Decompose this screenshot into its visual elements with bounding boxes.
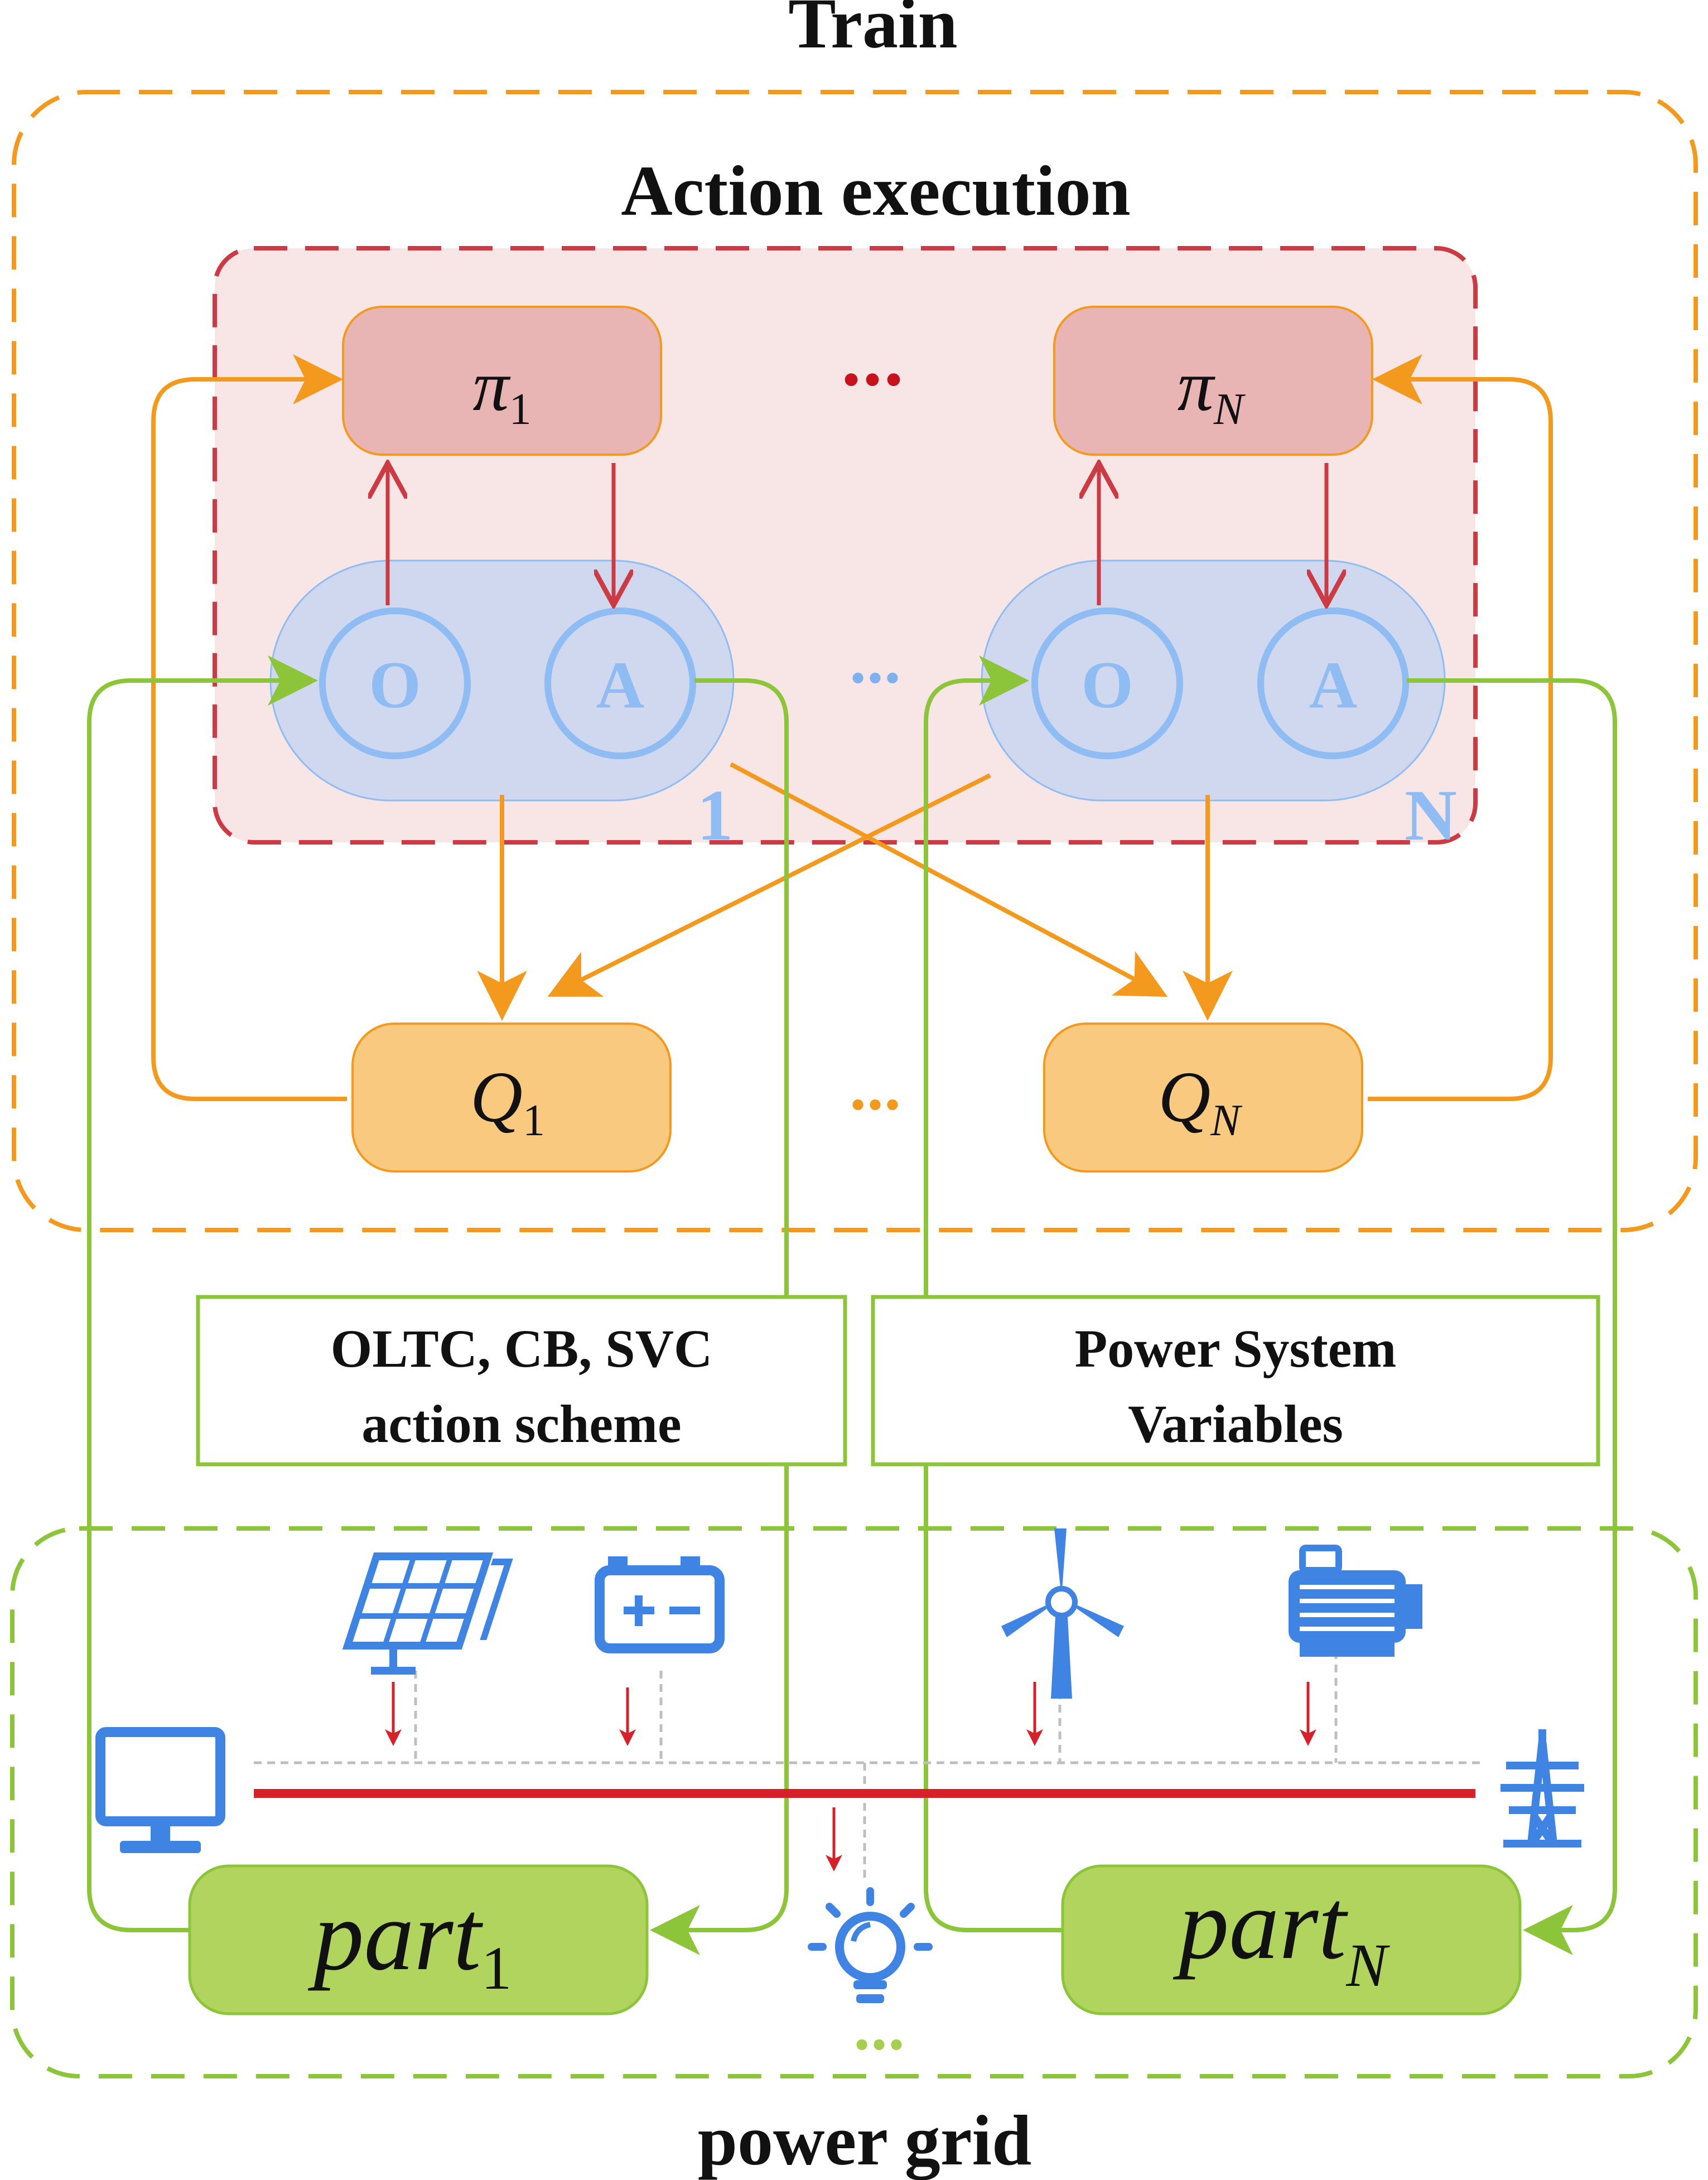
svg-text:part1: part1 bbox=[307, 1880, 512, 2002]
agentn-to-critic1-arrow bbox=[547, 773, 991, 997]
critic-subscript: 1 bbox=[523, 1096, 545, 1145]
part1-to-obs1-loop bbox=[87, 655, 318, 1932]
variables-line1: Power System bbox=[1075, 1319, 1397, 1378]
policy-ellipsis: ••• bbox=[838, 356, 902, 407]
action-label: A bbox=[596, 648, 645, 722]
monitor-icon bbox=[95, 1727, 225, 1853]
svg-text:Q1: Q1 bbox=[470, 1057, 545, 1145]
agent1-to-criticn-arrow bbox=[730, 762, 1168, 997]
title-action-execution: Action execution bbox=[621, 151, 1131, 230]
part-box-1[interactable]: part1 bbox=[188, 1864, 649, 2015]
light-bulb-icon bbox=[808, 1887, 933, 2003]
action-scheme-box: OLTC, CB, SVC action scheme bbox=[196, 1295, 847, 1467]
actn-to-partn-flow bbox=[1407, 678, 1617, 1955]
critic-subscript: N bbox=[1210, 1096, 1243, 1145]
policy-subscript: N bbox=[1213, 385, 1246, 434]
part-subscript: 1 bbox=[481, 1934, 512, 2002]
power-system-variables-box: Power System Variables bbox=[871, 1295, 1600, 1467]
action-node bbox=[544, 607, 696, 759]
power-grid-container bbox=[10, 1526, 1698, 2078]
svg-text:partN: partN bbox=[1173, 1869, 1390, 1999]
battery-icon bbox=[595, 1556, 725, 1653]
critic-box-1[interactable]: Q1 bbox=[351, 1023, 672, 1173]
critic-symbol: Q bbox=[1158, 1057, 1210, 1137]
critic1-to-policy1-loop bbox=[151, 354, 347, 1101]
part-subscript: N bbox=[1345, 1931, 1390, 1999]
policy-box-n[interactable]: πN bbox=[1053, 306, 1373, 456]
critic-box-n[interactable]: QN bbox=[1043, 1023, 1363, 1173]
solar-panel-icon bbox=[342, 1552, 513, 1675]
policy-symbol: π bbox=[1178, 346, 1216, 426]
agent-index: 1 bbox=[697, 775, 734, 856]
action-scheme-line1: OLTC, CB, SVC bbox=[331, 1319, 713, 1378]
policy-box-1[interactable]: π1 bbox=[342, 306, 662, 456]
observation-label: O bbox=[1081, 648, 1133, 722]
injection-arrows bbox=[385, 1682, 1316, 1872]
grid-ellipsis: ••• bbox=[851, 2024, 903, 2067]
agent-index: N bbox=[1405, 775, 1457, 856]
action-scheme-line2: action scheme bbox=[361, 1394, 681, 1454]
svg-text:QN: QN bbox=[1158, 1057, 1243, 1145]
part-label: part bbox=[307, 1880, 483, 1991]
wind-turbine-icon bbox=[1001, 1528, 1124, 1699]
agent-1[interactable]: O A 1 bbox=[269, 560, 735, 856]
observation-node bbox=[319, 607, 471, 759]
policy-subscript: 1 bbox=[509, 385, 532, 434]
observation-node bbox=[1031, 607, 1183, 759]
motor-icon bbox=[1289, 1545, 1422, 1657]
agent-n[interactable]: O A N bbox=[981, 560, 1457, 856]
title-power-grid: power grid bbox=[698, 2101, 1032, 2180]
feeder-lines bbox=[254, 1651, 1484, 1880]
svg-text:πN: πN bbox=[1178, 346, 1246, 434]
variables-line2: Variables bbox=[1128, 1394, 1343, 1454]
observation-label: O bbox=[369, 648, 421, 722]
agent-ellipsis: ••• bbox=[847, 658, 899, 701]
action-label: A bbox=[1309, 648, 1358, 722]
part-box-n[interactable]: partN bbox=[1061, 1864, 1522, 2015]
title-train: Train bbox=[788, 0, 957, 63]
criticn-to-policyn-loop bbox=[1368, 354, 1553, 1101]
action-node bbox=[1257, 607, 1409, 759]
transmission-tower-icon bbox=[1500, 1729, 1584, 1848]
critic-ellipsis: ••• bbox=[847, 1084, 899, 1127]
critic-symbol: Q bbox=[470, 1057, 523, 1137]
part-label: part bbox=[1173, 1869, 1348, 1980]
train-container bbox=[12, 90, 1698, 1232]
svg-text:π1: π1 bbox=[472, 346, 531, 434]
policy-symbol: π bbox=[472, 346, 511, 426]
